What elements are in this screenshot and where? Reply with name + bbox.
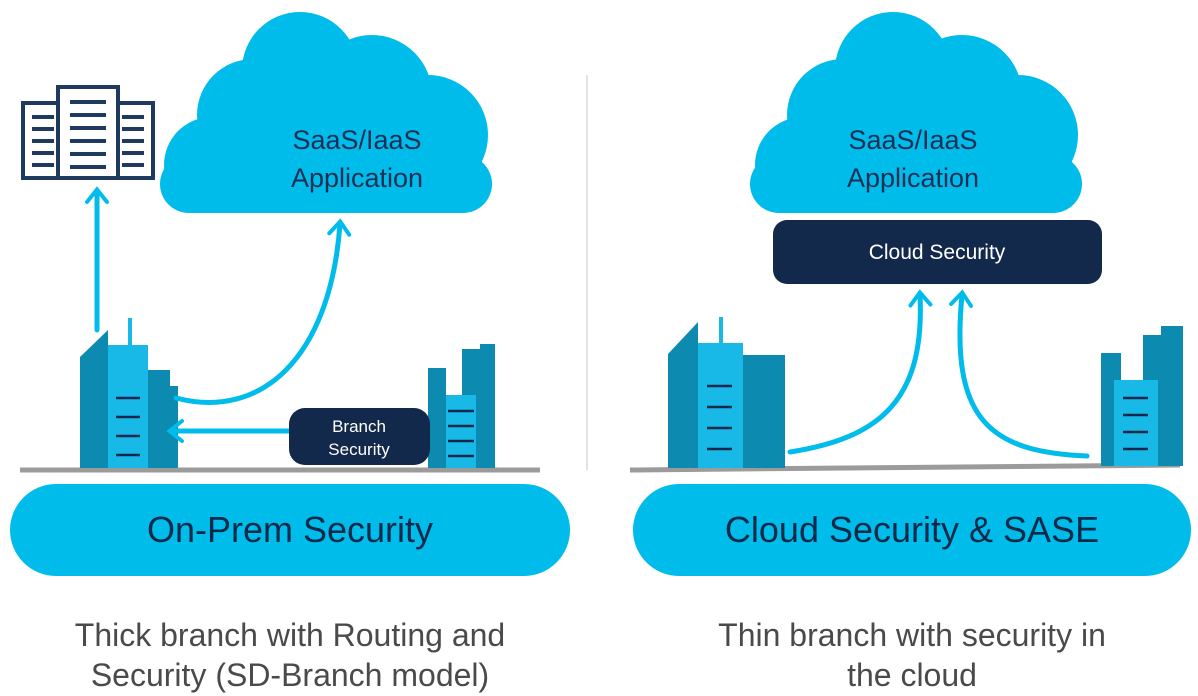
left-main-building	[80, 318, 178, 468]
left-cloud-line2: Application	[291, 163, 423, 193]
branch-security-line2: Security	[328, 440, 390, 459]
branch-security-box: Branch Security	[289, 408, 430, 465]
right-main-building	[668, 317, 785, 468]
arrow-branch-to-cloud-security	[949, 289, 1090, 459]
left-caption-line1: Thick branch with Routing and	[74, 617, 506, 653]
right-branch-building	[1101, 326, 1183, 466]
left-caption: Thick branch with Routing and Security (…	[10, 615, 570, 695]
right-caption-line2: the cloud	[847, 657, 977, 693]
left-cloud	[160, 12, 492, 213]
right-cloud	[750, 12, 1082, 213]
right-caption-line1: Thin branch with security in	[718, 617, 1106, 653]
right-ground-line	[629, 462, 1181, 473]
left-caption-line2: Security (SD-Branch model)	[90, 657, 490, 693]
right-cloud-line1: SaaS/IaaS	[848, 125, 977, 155]
right-cloud-line2: Application	[847, 163, 979, 193]
right-flow-arrows	[787, 289, 1090, 459]
cloud-security-box: Cloud Security	[773, 220, 1102, 284]
cloud-security-sase-banner: Cloud Security & SASE	[633, 484, 1191, 576]
left-cloud-line1: SaaS/IaaS	[292, 125, 421, 155]
cloud-security-label: Cloud Security	[869, 241, 1006, 264]
right-caption: Thin branch with security in the cloud	[633, 615, 1191, 695]
arrow-hq-to-cloud-security	[787, 289, 933, 455]
arrow-to-saas	[173, 218, 352, 405]
left-branch-building	[428, 344, 495, 468]
left-flow-arrows	[85, 186, 352, 443]
server-rack-icon	[21, 85, 155, 180]
branch-security-line1: Branch	[332, 417, 386, 436]
on-prem-security-banner: On-Prem Security	[10, 484, 570, 576]
